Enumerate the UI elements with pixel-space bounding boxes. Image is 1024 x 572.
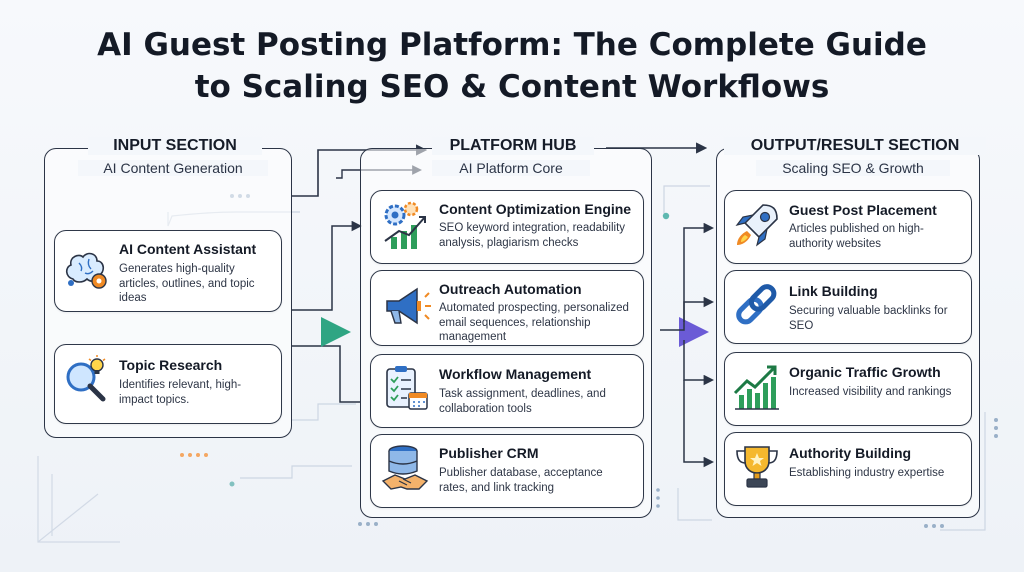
flow-arrow-input-hub-2: [292, 345, 360, 403]
database-handshake-icon: [381, 445, 429, 490]
flow-arrow-hub-output-1: [660, 222, 715, 331]
flow-arrow-hub-output-4: [683, 380, 715, 468]
output-section-heading: OUTPUT/RESULT SECTION: [724, 137, 986, 155]
card-description: Articles published on high-authority web…: [789, 223, 924, 250]
decor-line-2: [292, 403, 356, 421]
decor-line-6: [940, 412, 986, 531]
card-title: Authority Building: [789, 445, 912, 461]
card-authority-building[interactable]: Authority Building Establishing industry…: [724, 432, 972, 506]
card-title: Content Optimization Engine: [439, 201, 632, 217]
flow-arrow-hub-output-3: [683, 340, 715, 386]
card-workflow-management[interactable]: Workflow Management Task assignment, dea…: [370, 354, 644, 428]
platform-hub-subtitle: AI Platform Core: [432, 160, 590, 176]
card-title: Workflow Management: [439, 366, 592, 382]
card-link-building[interactable]: Link Building Securing valuable backlink…: [724, 270, 972, 344]
card-description: Increased visibility and rankings: [789, 386, 952, 398]
chain-link-icon: [736, 284, 777, 325]
trophy-icon: [736, 446, 778, 488]
card-topic-research[interactable]: Topic Research Identifies relevant, high…: [54, 344, 282, 424]
card-publisher-crm[interactable]: Publisher CRM Publisher database, accept…: [370, 434, 644, 508]
card-guest-post-placement[interactable]: Guest Post Placement Articles published …: [724, 190, 972, 264]
card-title: Topic Research: [119, 357, 223, 373]
decor-line-5: [677, 488, 712, 521]
card-title: AI Content Assistant: [119, 241, 257, 257]
card-title: Publisher CRM: [439, 445, 539, 461]
card-description: Establishing industry expertise: [789, 467, 945, 479]
decor-line-3: [240, 465, 352, 479]
card-content-optimization-engine[interactable]: Content Optimization Engine SEO keyword …: [370, 190, 644, 264]
decor-line-4: [663, 185, 710, 214]
page-title: AI Guest Posting Platform: The Complete …: [0, 24, 1024, 108]
decor-dots-orange: [180, 453, 208, 457]
input-section-heading: INPUT SECTION: [88, 137, 262, 155]
flow-arrow-hub-output-2: [683, 296, 715, 322]
megaphone-icon: [386, 287, 431, 325]
rocket-icon: [735, 204, 778, 247]
card-description: Securing valuable backlinks for SEO: [789, 305, 948, 332]
card-ai-content-assistant[interactable]: AI Content Assistant Generates high-qual…: [54, 230, 282, 312]
platform-hub-heading: PLATFORM HUB: [432, 137, 594, 155]
card-title: Outreach Automation: [439, 281, 582, 297]
card-description: Task assignment, deadlines, and collabor…: [439, 388, 606, 415]
card-outreach-automation[interactable]: Outreach Automation Automated prospectin…: [370, 270, 644, 346]
brain-gear-icon: [65, 252, 107, 289]
title-line-1: AI Guest Posting Platform: The Complete …: [97, 27, 927, 63]
card-description: Generates high-quality articles, outline…: [119, 263, 255, 304]
card-organic-traffic-growth[interactable]: Organic Traffic Growth Increased visibil…: [724, 352, 972, 426]
card-title: Guest Post Placement: [789, 202, 937, 218]
flow-arrow-input-hub-1: [292, 220, 363, 311]
output-section-subtitle: Scaling SEO & Growth: [756, 160, 950, 176]
card-description: Publisher database, acceptance rates, an…: [439, 467, 603, 494]
decor-axis: [37, 456, 120, 543]
clipboard-calendar-icon: [386, 366, 428, 410]
title-line-2: to Scaling SEO & Content Workflows: [194, 69, 830, 105]
gears-chart-icon: [384, 201, 426, 249]
magnifier-bulb-icon: [66, 355, 106, 402]
growth-chart-icon: [733, 365, 779, 410]
card-description: SEO keyword integration, readability ana…: [439, 222, 626, 249]
card-title: Organic Traffic Growth: [789, 364, 941, 380]
card-description: Automated prospecting, personalized emai…: [439, 302, 629, 343]
card-description: Identifies relevant, high-impact topics.: [119, 379, 242, 406]
card-title: Link Building: [789, 283, 878, 299]
input-section-subtitle: AI Content Generation: [78, 160, 268, 176]
